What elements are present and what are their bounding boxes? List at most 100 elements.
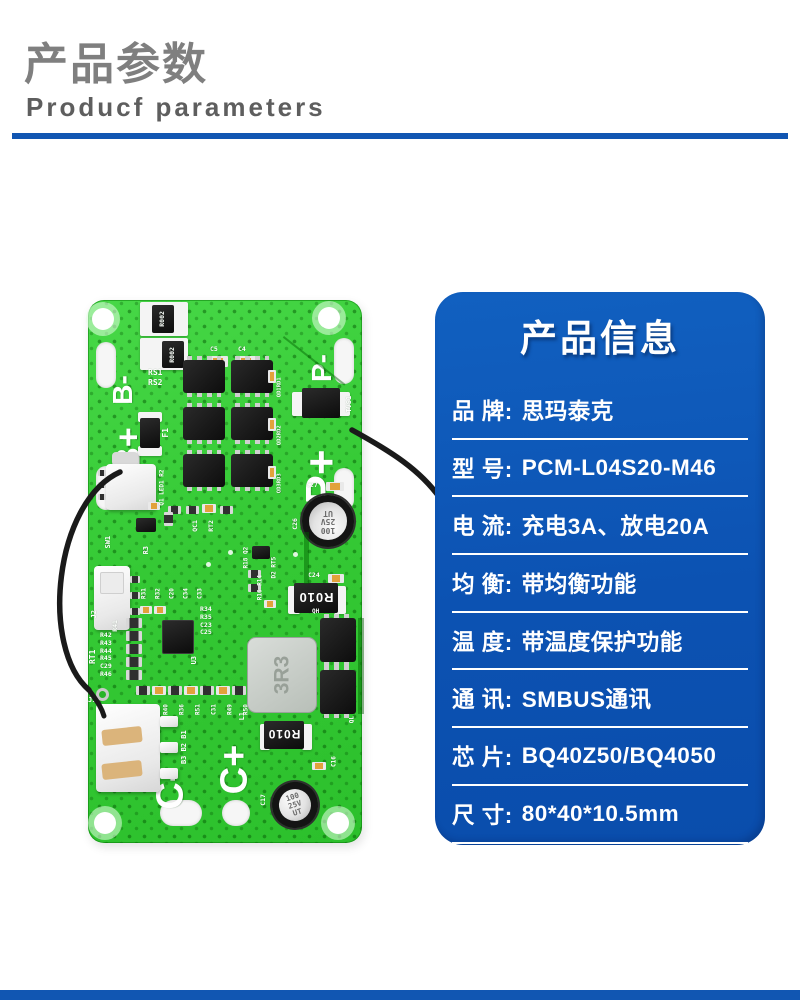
mosfet-chip [320,666,356,718]
spec-row-chip: 芯 片: BQ40Z50/BQ4050 [452,728,748,786]
silk-rt1: RT1 [88,649,98,665]
smd-resistor [232,686,246,695]
silk-rs1-rs2: RS1 RS2 [148,368,163,387]
switch-leg [98,470,106,476]
spec-rows: 品 牌: 思玛泰克 型 号: PCM-L04S20-M46 电 流: 充电3A、… [452,382,748,844]
spec-row-temperature: 温 度: 带温度保护功能 [452,613,748,671]
spec-value: 带温度保护功能 [521,629,683,655]
smd-capacitor [268,418,276,431]
via [238,770,243,775]
spec-label: 品 牌: [452,398,513,424]
silk-c24: C24 [308,571,320,579]
silk-c27: C27 [306,481,318,489]
spec-value: 80*40*10.5mm [521,800,680,826]
smd-capacitor [264,600,276,608]
silk-c17: C17 [259,794,268,806]
silk-j2: J2 [89,609,98,619]
spec-row-model: 型 号: PCM-L04S20-M46 [452,440,748,498]
smd-capacitor [140,606,152,614]
mosfet-chip [231,450,273,491]
connector-leg [130,576,140,583]
shunt-resistor: R002 [162,341,184,368]
silk-c26: C26 [291,518,300,530]
smd-resistor [126,618,142,628]
spec-value: 充电3A、放电20A [521,514,710,540]
spec-label: 电 流: [452,514,513,540]
connector-leg [130,608,140,615]
switch-leg [98,494,106,500]
via [228,550,233,555]
pcb-trace [358,618,364,714]
spec-label: 芯 片: [452,744,513,770]
silk-r49: R49 [226,704,234,716]
output-wire [349,427,443,501]
silk-qd2: QD2RD2 [276,425,283,446]
spec-row-size: 尺 寸: 80*40*10.5mm [452,786,748,844]
sense-resistor-label: R010 [298,590,334,605]
mosfet-chip [320,614,356,666]
page-title: 产品参数 [24,40,208,89]
silk-c33: C33 [196,588,204,600]
silk-r51: R51 [194,704,202,716]
connector-leg [130,592,140,599]
sense-resistor: R010 [294,583,338,613]
silk-ql: QL [348,715,356,724]
silk-rt2: RT2 [207,520,216,532]
smd-resistor [136,686,150,695]
pcb-board: B- B+ P- P+ C- C+ R002 R002 RS1 RS2 C5 C… [88,300,364,843]
spec-label: 型 号: [452,456,513,482]
spec-label: 均 衡: [452,571,513,597]
silk-c4: C4 [238,345,246,353]
transistor [252,546,270,559]
header-divider [12,133,788,139]
pcb-trace [304,532,309,584]
smd-resistor [168,506,181,514]
spec-value: PCM-L04S20-M46 [521,454,717,480]
tvs-diode [302,388,340,418]
connector-pin [160,768,178,779]
spec-label: 温 度: [452,629,513,655]
smd-resistor [126,644,142,654]
mounting-hole [327,812,349,834]
pad-label-b-minus: B- [107,375,138,405]
smd-capacitor [148,502,160,510]
spec-row-balance: 均 衡: 带均衡功能 [452,555,748,613]
silk-qc1: QC1 [191,520,200,532]
spec-value: SMBUS通讯 [521,687,652,713]
solder-pad-oval [334,338,354,384]
smd-capacitor [312,762,326,770]
sense-pad [302,724,312,750]
silk-c20: C20 [168,588,176,600]
smd-capacitor [216,686,230,695]
smd-capacitor [152,686,166,695]
solder-pad-oval [160,800,202,826]
shunt-resistor: R002 [152,305,174,333]
gauge-ic [162,620,194,654]
smd-resistor [126,631,142,641]
smd-resistor [126,670,142,680]
connector-pin [160,716,178,727]
product-info-panel: 产品信息 品 牌: 思玛泰克 型 号: PCM-L04S20-M46 电 流: … [435,292,765,845]
smd-resistor [126,657,142,667]
silk-q1-led1-r2: Q1 LED1 R2 [158,469,166,506]
connector-j2-slot [100,572,124,594]
switch-leg [98,482,106,488]
silk-r32: R32 [154,588,162,600]
spec-label: 通 讯: [452,687,513,713]
silk-c5: C5 [210,345,218,353]
fuse [140,418,160,448]
silk-c34: C34 [182,588,190,600]
mosfet-chip [183,450,225,491]
silk-c16: C16 [330,756,338,768]
silk-left-column: R42 R43 R44 R45 C29 R46 [100,631,112,678]
smd-resistor [220,506,233,514]
mosfet-chip [183,403,225,444]
shunt-label: R002 [158,311,167,327]
sense-resistor: R010 [264,721,304,749]
spec-row-brand: 品 牌: 思玛泰克 [452,382,748,440]
thermistor-ring [96,688,109,701]
connector-pin [160,742,178,753]
spec-value: BQ40Z50/BQ4050 [521,742,717,768]
shunt-label: R002 [168,347,177,363]
smd-capacitor [154,606,166,614]
